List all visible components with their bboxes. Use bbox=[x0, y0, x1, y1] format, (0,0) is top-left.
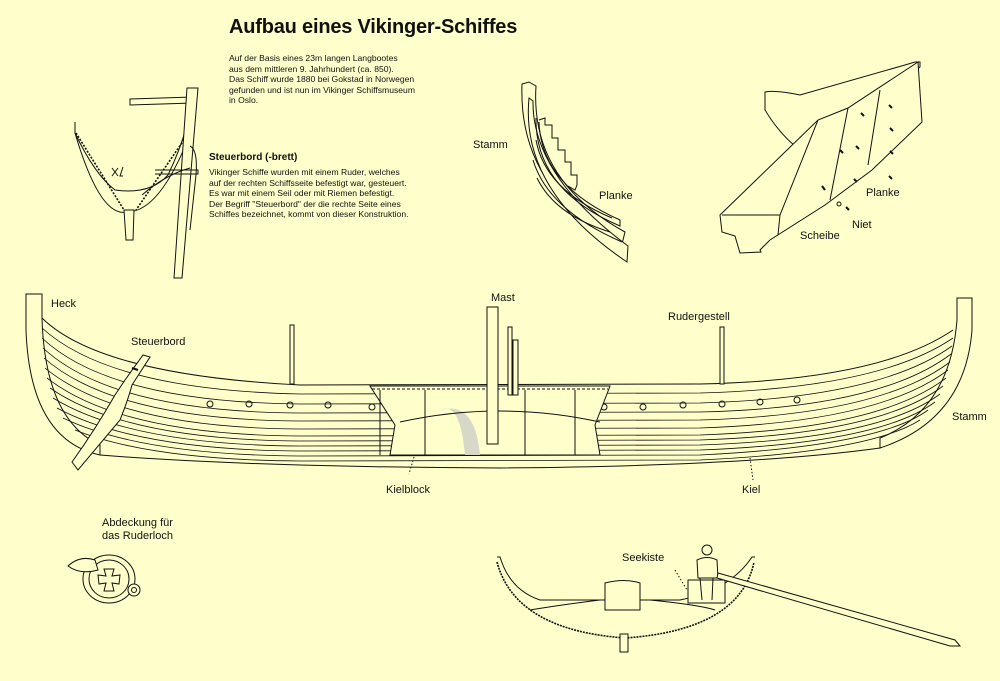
label-scheibe: Scheibe bbox=[800, 230, 840, 242]
steuerbord-line: auf der rechten Schiffsseite befestigt w… bbox=[209, 177, 407, 188]
label-planke-rivet: Planke bbox=[866, 187, 900, 199]
plank-rivet-detail-drawing bbox=[719, 61, 923, 254]
label-niet: Niet bbox=[852, 219, 872, 231]
label-planke-detail: Planke bbox=[599, 190, 633, 202]
label-stamm: Stamm bbox=[952, 411, 987, 423]
label-seekiste: Seekiste bbox=[622, 552, 665, 564]
intro-line: gefunden und ist nun im Vikinger Schiffs… bbox=[229, 84, 415, 95]
main-ship-side-view bbox=[25, 293, 973, 481]
intro-line: Auf der Basis eines 23m langen Langboote… bbox=[229, 53, 398, 63]
intro-line: in Oslo. bbox=[229, 95, 259, 106]
label-abdeckung-line2: das Ruderloch bbox=[102, 530, 173, 542]
label-stamm-detail: Stamm bbox=[473, 139, 508, 151]
label-kielblock: Kielblock bbox=[386, 484, 431, 496]
label-mast: Mast bbox=[491, 292, 515, 304]
intro-line: Das Schiff wurde 1880 bei Gokstad in Nor… bbox=[229, 74, 415, 85]
stem-detail-drawing bbox=[521, 81, 629, 263]
intro-line: aus dem mittleren 9. Jahrhundert (ca. 85… bbox=[229, 63, 394, 74]
label-abdeckung-line1: Abdeckung für bbox=[102, 517, 173, 529]
label-heck: Heck bbox=[51, 298, 77, 310]
label-kiel: Kiel bbox=[742, 484, 761, 496]
steuerbord-line: Der Begriff "Steuerbord" der die rechte … bbox=[209, 198, 401, 209]
intro-text: Auf der Basis eines 23m langen Langboote… bbox=[229, 53, 415, 106]
steuerbord-text: Vikinger Schiffe wurden mit einem Ruder,… bbox=[209, 167, 409, 220]
page-title: Aufbau eines Vikinger-Schiffes bbox=[229, 16, 518, 38]
label-steuerbord: Steuerbord bbox=[131, 336, 186, 348]
steuerbord-line: Vikinger Schiffe wurden mit einem Ruder,… bbox=[209, 167, 400, 177]
label-rudergestell: Rudergestell bbox=[668, 311, 730, 323]
steuerbord-line: Schiffes bezeichnet, kommt von dieser Ko… bbox=[209, 209, 409, 220]
oar-hole-cover-drawing bbox=[67, 554, 141, 604]
steuerbord-heading: Steuerbord (-brett) bbox=[209, 152, 298, 163]
hull-cross-section-with-rudder bbox=[74, 87, 199, 279]
hull-cross-section-with-rower bbox=[496, 544, 962, 653]
steuerbord-line: Es war mit einem Seil oder mit Riemen be… bbox=[209, 188, 395, 199]
